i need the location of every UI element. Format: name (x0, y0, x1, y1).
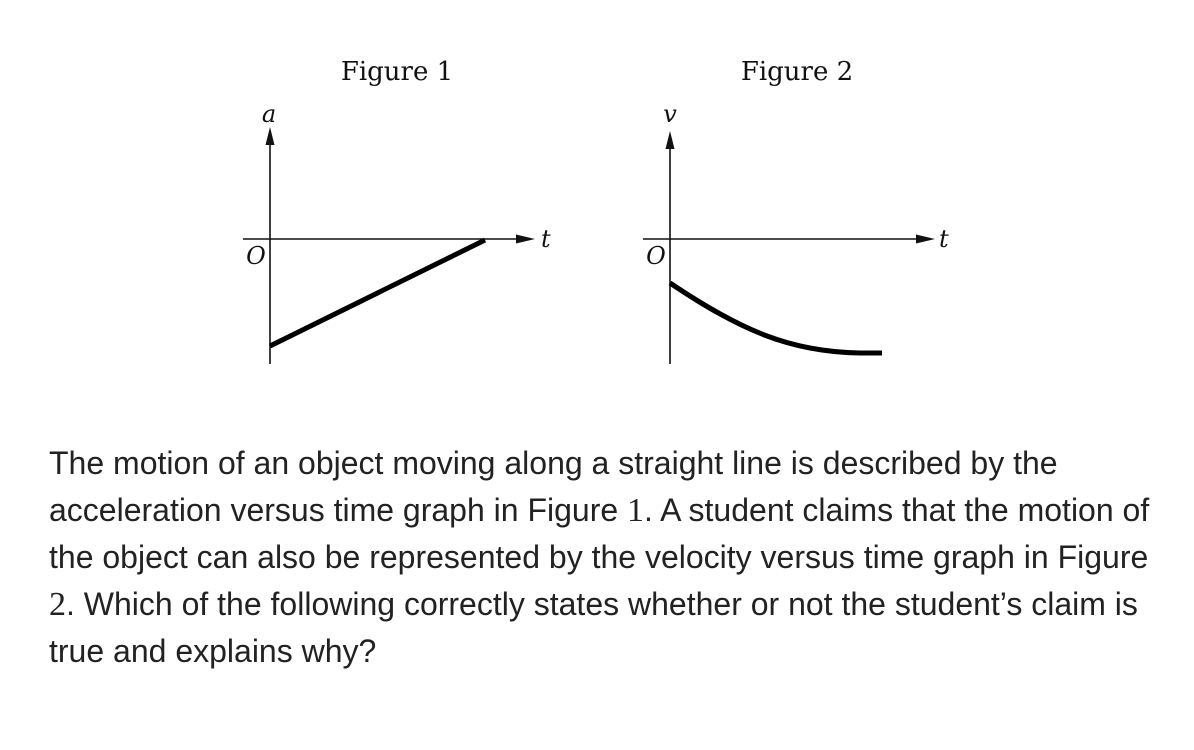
figure-2-velocity-curve (668, 280, 882, 356)
figure-2-y-axis-arrow (665, 131, 675, 149)
question-text-part-2: . A student claims that the motion of th… (49, 492, 1150, 575)
figure-2-x-axis-label: t (939, 225, 949, 253)
question-text: The motion of an object moving along a s… (49, 440, 1159, 675)
figure-2-title: Figure 2 (741, 57, 853, 87)
figure-1-y-axis-arrow (265, 127, 275, 145)
figure-1: Figure 1 a t O (243, 57, 551, 364)
figure-2: Figure 2 v t O (643, 57, 949, 364)
figure-1-x-axis-label: t (541, 225, 551, 253)
figure-1-x-axis-arrow (516, 234, 535, 244)
figure-1-title: Figure 1 (341, 57, 453, 87)
figure-1-origin-label: O (246, 242, 266, 270)
question-text-part-3: . Which of the following correctly state… (49, 586, 1138, 669)
figure-2-y-axis-label: v (663, 100, 677, 128)
question-text-part-1: The motion of an object moving along a s… (49, 445, 1058, 528)
figure-2-reference: 2 (49, 586, 66, 623)
figures-diagram: Figure 1 a t O Figure 2 v t O (243, 57, 949, 364)
figure-1-acceleration-line (268, 237, 487, 349)
figure-1-reference: 1 (627, 492, 645, 529)
figure-2-x-axis-arrow (916, 234, 935, 244)
figure-1-y-axis-label: a (262, 100, 276, 128)
figure-2-origin-label: O (646, 242, 666, 270)
